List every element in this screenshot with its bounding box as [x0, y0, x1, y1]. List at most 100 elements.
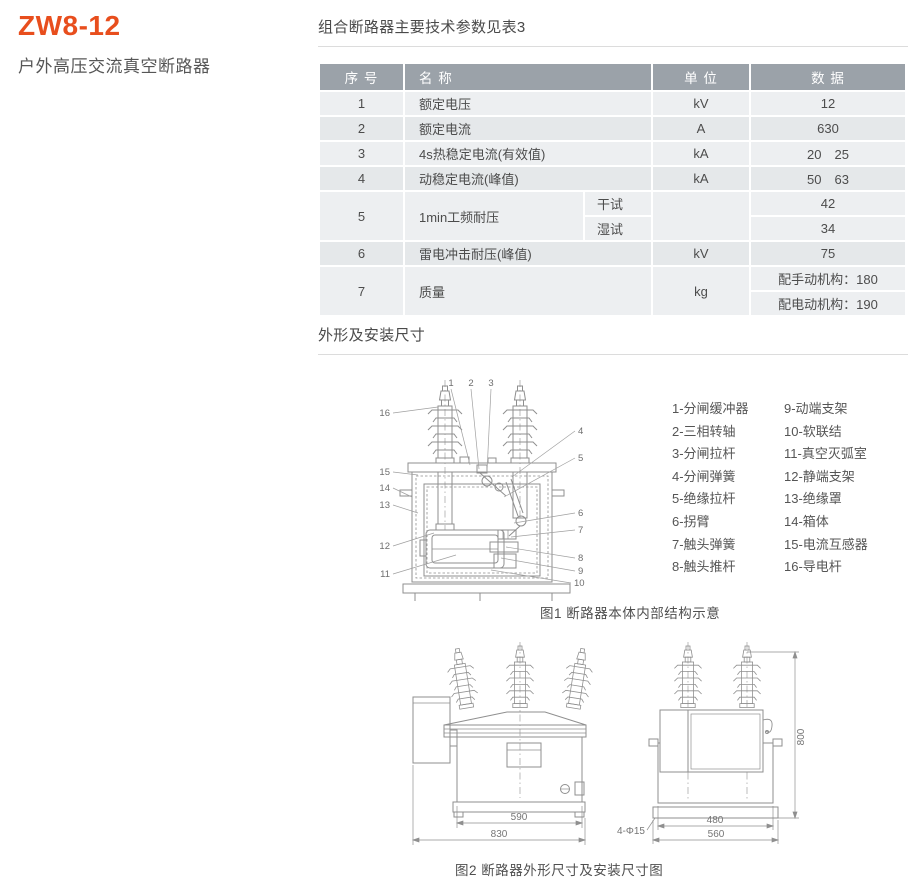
- callout-8: 8: [578, 553, 583, 564]
- callout-5: 5: [578, 453, 583, 464]
- table-row: 1 额定电压 kV 12: [318, 90, 908, 117]
- callout-13: 13: [379, 500, 390, 511]
- param-unit: kA: [651, 140, 752, 167]
- content-column: 组合断路器主要技术参数见表3 序 号 名 称 单 位 数 据 1 额定电压 kV: [318, 14, 910, 888]
- legend-item: 13-绝缘罩: [784, 491, 842, 507]
- legend-column-right: 9-动端支架 10-软联结 11-真空灭弧室 12-静端支架 13-绝缘罩 14…: [784, 398, 920, 579]
- legend-item: 3-分闸拉杆: [672, 446, 736, 462]
- param-no: 6: [318, 240, 405, 267]
- legend-item: 5-绝缘拉杆: [672, 491, 736, 507]
- table-row: 2 额定电流 A 630: [318, 115, 908, 142]
- figure1-legend: 1-分闸缓冲器 2-三相转轴 3-分闸拉杆 4-分闸弹簧 5-绝缘拉杆 6-拐臂…: [672, 398, 920, 579]
- params-table: 序 号 名 称 单 位 数 据 1 额定电压 kV 12 2 额定电流 A 6 3: [318, 62, 908, 317]
- param-name: 额定电压: [402, 90, 654, 117]
- callout-11: 11: [380, 569, 390, 580]
- legend-item: 12-静端支架: [784, 468, 855, 484]
- outline-section-title: 外形及安装尺寸: [318, 324, 908, 355]
- param-unit: kV: [651, 240, 752, 267]
- param-data: 75: [749, 240, 908, 267]
- param-no: 7: [318, 265, 405, 317]
- legend-item: 15-电流互感器: [784, 536, 868, 552]
- legend-item: 14-箱体: [784, 513, 829, 529]
- table-row: 5 1min工频耐压 干试 42: [318, 190, 908, 242]
- legend-item: 8-触头推杆: [672, 559, 736, 575]
- legend-item: 7-触头弹簧: [672, 536, 736, 552]
- param-data: 配电动机构：190: [749, 290, 908, 317]
- param-unit: kA: [651, 165, 752, 192]
- table-header-row: 序 号 名 称 单 位 数 据: [318, 62, 908, 92]
- param-unit: [651, 190, 752, 242]
- param-sub-label: 湿试: [582, 215, 654, 242]
- param-unit: kV: [651, 90, 752, 117]
- param-unit: A: [651, 115, 752, 142]
- callout-16: 16: [379, 408, 390, 419]
- table-row: 7 质量 kg 配手动机构：180: [318, 265, 908, 317]
- param-no: 5: [318, 190, 405, 242]
- front-view-dimensions: [411, 765, 587, 845]
- callout-12: 12: [379, 541, 390, 552]
- table-row: 4 动稳定电流(峰值) kA 50 63: [318, 165, 908, 192]
- figure1-callout-numbers: 1 2 3 4 5 6 7 8 9 10 11 12 13 14 15 16: [379, 378, 584, 589]
- param-data: 34: [749, 215, 908, 242]
- param-no: 2: [318, 115, 405, 142]
- dim-mounting-holes: 4-Φ15: [617, 826, 645, 837]
- dim-480: 480: [707, 815, 724, 826]
- breaker-side-view: [648, 642, 783, 819]
- param-name: 1min工频耐压: [403, 190, 585, 242]
- legend-item: 2-三相转轴: [672, 423, 736, 439]
- legend-item: 10-软联结: [784, 423, 842, 439]
- legend-item: 16-导电杆: [784, 559, 842, 575]
- legend-item: 1-分闸缓冲器: [672, 401, 749, 416]
- product-code: ZW8-12: [18, 10, 121, 41]
- callout-14: 14: [379, 483, 390, 494]
- legend-column-left: 1-分闸缓冲器 2-三相转轴 3-分闸拉杆 4-分闸弹簧 5-绝缘拉杆 6-拐臂…: [672, 398, 784, 579]
- param-data: 50 63: [749, 165, 908, 192]
- dim-560: 560: [708, 829, 725, 840]
- callout-6: 6: [578, 508, 583, 519]
- figure2-caption: 图2 断路器外形尺寸及安装尺寸图: [455, 863, 664, 878]
- dim-800: 800: [796, 728, 807, 745]
- param-name: 质量: [402, 265, 654, 317]
- side-view-dimensions: [646, 650, 799, 844]
- header-unit: 单 位: [651, 62, 752, 92]
- header-data: 数 据: [749, 62, 908, 92]
- figure1-drawing: 1 2 3 4 5 6 7 8 9 10 11 12 13 14 15 16: [379, 378, 585, 601]
- param-data: 12: [749, 90, 908, 117]
- dim-590: 590: [511, 812, 528, 823]
- header-name: 名 称: [402, 62, 654, 92]
- param-name: 雷电冲击耐压(峰值): [402, 240, 654, 267]
- callout-15: 15: [379, 467, 390, 478]
- table-row: 3 4s热稳定电流(有效值) kA 20 25: [318, 140, 908, 167]
- param-no: 4: [318, 165, 405, 192]
- param-name: 4s热稳定电流(有效值): [402, 140, 654, 167]
- figure1-leader-lines: [392, 388, 576, 584]
- param-data: 630: [749, 115, 908, 142]
- legend-item: 4-分闸弹簧: [672, 468, 736, 484]
- legend-item: 9-动端支架: [784, 401, 848, 416]
- table-row: 6 雷电冲击耐压(峰值) kV 75: [318, 240, 908, 267]
- callout-1: 1: [448, 378, 453, 389]
- param-name: 动稳定电流(峰值): [402, 165, 654, 192]
- product-name: 户外高压交流真空断路器: [18, 57, 211, 76]
- product-header: ZW8-12 户外高压交流真空断路器: [18, 10, 298, 77]
- figure2-drawing: 590 830: [411, 642, 807, 845]
- breaker-front-view: [412, 642, 597, 818]
- param-no: 1: [318, 90, 405, 117]
- param-unit: kg: [651, 265, 752, 317]
- breaker-internal-structure: [399, 380, 571, 601]
- legend-item: 6-拐臂: [672, 513, 710, 529]
- dim-830: 830: [491, 829, 508, 840]
- callout-10: 10: [574, 578, 585, 589]
- params-section-title: 组合断路器主要技术参数见表3: [318, 16, 908, 47]
- param-data: 配手动机构：180: [749, 265, 908, 292]
- table-row: 配电动机构：190: [319, 290, 908, 317]
- callout-4: 4: [578, 426, 583, 437]
- figure1-caption: 图1 断路器本体内部结构示意: [540, 606, 721, 621]
- callout-7: 7: [578, 525, 583, 536]
- param-name: 额定电流: [402, 115, 654, 142]
- table-row: 湿试 34: [319, 215, 908, 242]
- callout-2: 2: [468, 378, 473, 389]
- header-no: 序 号: [318, 62, 405, 92]
- param-no: 3: [318, 140, 405, 167]
